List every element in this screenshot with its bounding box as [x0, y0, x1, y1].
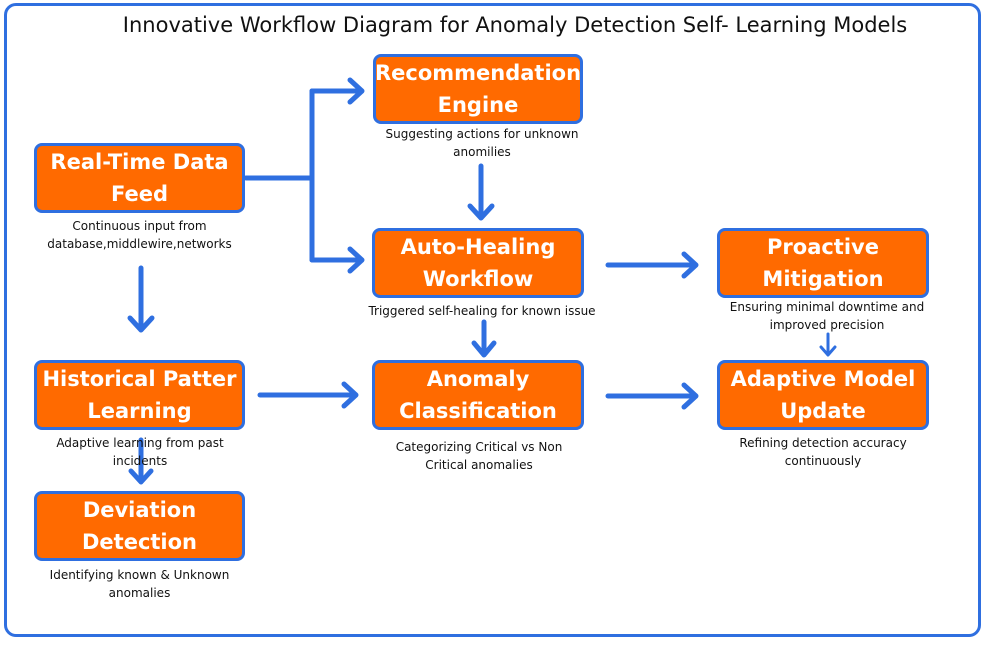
arrowhead-recommendation: [347, 77, 365, 105]
caption-proactive-mitigation: Ensuring minimal downtime and improved p…: [729, 300, 925, 332]
arrowhead-recommendation-down: [467, 203, 495, 221]
node-anomaly-classification: Anomaly Classification: [372, 360, 584, 430]
arrowhead-adaptive-right: [681, 382, 699, 410]
node-deviation-detection: Deviation Detection: [34, 491, 245, 561]
arrowhead-anomaly-down: [471, 340, 497, 358]
caption-auto-healing-workflow: Triggered self-healing for known issue: [368, 304, 596, 318]
caption-historical-patter-learning: Adaptive learning from past incidents: [56, 436, 224, 468]
arrowhead-historical-down: [127, 315, 155, 333]
node-adaptive-model-update: Adaptive Model Update: [717, 360, 929, 430]
caption-deviation-detection: Identifying known & Unknown anomalies: [49, 568, 230, 600]
arrowhead-anomaly-right: [341, 381, 359, 409]
caption-real-time-data-feed: Continuous input from database,middlewir…: [47, 219, 232, 251]
node-recommendation-engine: Recommendation Engine: [373, 54, 583, 124]
arrowhead-deviation-down: [128, 468, 154, 485]
node-real-time-data-feed: Real-Time Data Feed: [34, 143, 245, 213]
caption-recommendation-engine: Suggesting actions for unknown anomilies: [385, 127, 579, 159]
node-historical-patter-learning: Historical Patter Learning: [34, 360, 245, 430]
arrowhead-autohealing: [347, 246, 365, 274]
node-auto-healing-workflow: Auto-Healing Workflow: [372, 228, 584, 298]
diagram-title: Innovative Workflow Diagram for Anomaly …: [122, 13, 908, 37]
arrowhead-proactive: [681, 251, 699, 279]
caption-adaptive-model-update: Refining detection accuracy continuously: [739, 436, 907, 468]
arrowhead-adaptive-down: [819, 345, 837, 357]
node-proactive-mitigation: Proactive Mitigation: [717, 228, 929, 298]
caption-anomaly-classification: Categorizing Critical vs Non Critical an…: [395, 440, 563, 472]
